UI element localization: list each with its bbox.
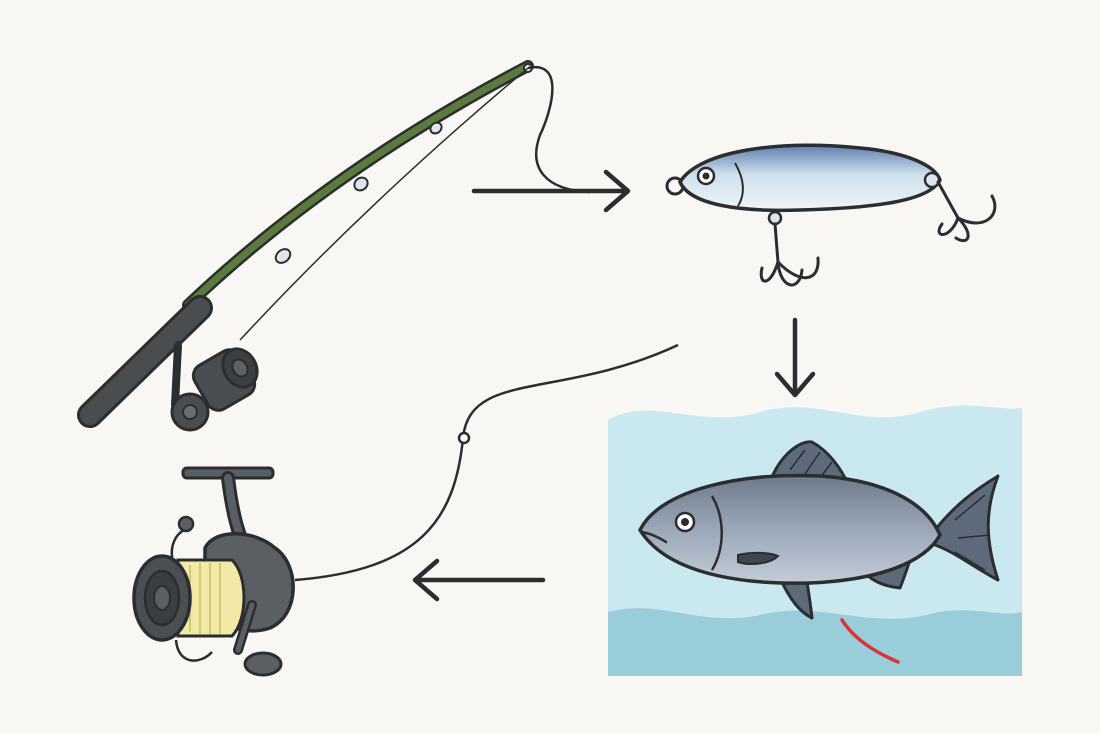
red-line	[840, 618, 900, 664]
fish-icon	[637, 440, 1000, 620]
rod-guide	[429, 121, 443, 135]
line-knot	[457, 431, 471, 445]
lure-icon	[665, 143, 997, 287]
lure-body	[678, 143, 942, 213]
rod-tip-line	[527, 65, 591, 194]
reel-spool	[176, 558, 246, 638]
water-scene	[608, 405, 1022, 676]
arrow-left	[412, 558, 546, 602]
arrow-down	[774, 317, 816, 398]
rod-reel-foot	[171, 341, 182, 409]
rod-guide	[353, 176, 369, 192]
rod-small-reel	[191, 347, 259, 412]
reel-handle-knob	[243, 651, 283, 677]
water-lower-band	[608, 608, 1022, 676]
lure-rear-hook	[936, 180, 997, 243]
fishing-rod-icon	[77, 60, 591, 432]
fishing-line	[294, 343, 679, 582]
lure-belly-hook	[759, 222, 820, 287]
arrow-right	[471, 169, 631, 213]
rod-line	[239, 67, 529, 341]
spinning-reel-icon	[132, 466, 295, 677]
rod-guide	[274, 248, 292, 264]
